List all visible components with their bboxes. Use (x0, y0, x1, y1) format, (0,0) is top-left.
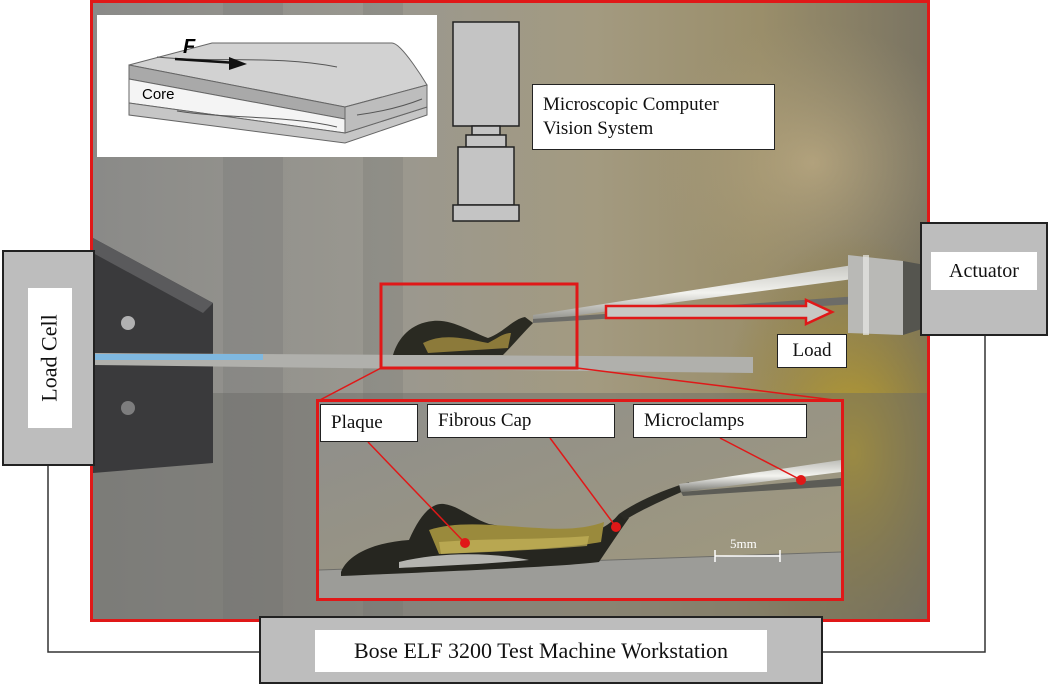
actuator-text: Actuator (949, 259, 1019, 282)
actuator-box: Actuator (920, 222, 1048, 336)
scale-bar-label: 5mm (730, 536, 757, 551)
load-label: Load (777, 334, 847, 368)
plaque-text: Plaque (331, 412, 383, 433)
microclamps-label: Microclamps (633, 404, 807, 438)
fibrous-cap-label: Fibrous Cap (427, 404, 615, 438)
microscope-label-text: Microscopic Computer Vision System (543, 94, 719, 139)
plaque-marker (460, 538, 470, 548)
zoom-line-left (317, 367, 382, 402)
roi-frame (379, 282, 579, 370)
workstation-box: Bose ELF 3200 Test Machine Workstation (259, 616, 823, 684)
shear-inset: F Core (97, 15, 437, 157)
load-arrow-icon (604, 298, 835, 326)
actuator-label: Actuator (931, 252, 1037, 290)
shear-diagram: F Core (128, 36, 428, 144)
microscope-camera-icon (452, 21, 520, 222)
microclamps-text: Microclamps (644, 410, 745, 431)
plaque-label: Plaque (320, 404, 418, 442)
zoom-line-right (576, 367, 843, 402)
core-label: Core (142, 86, 175, 103)
workstation-label: Bose ELF 3200 Test Machine Workstation (315, 630, 767, 672)
workstation-text: Bose ELF 3200 Test Machine Workstation (353, 638, 729, 663)
fibrous-cap-text: Fibrous Cap (438, 410, 532, 431)
microscope-label: Microscopic Computer Vision System (532, 84, 775, 150)
fibrous-cap-marker (611, 522, 621, 532)
load-cell-label: Load Cell (28, 288, 72, 428)
load-text: Load (792, 340, 832, 361)
force-label: F (183, 36, 196, 58)
force-arrow (174, 57, 238, 65)
microclamps-marker (796, 475, 806, 485)
load-cell-box: Load Cell (2, 250, 95, 466)
